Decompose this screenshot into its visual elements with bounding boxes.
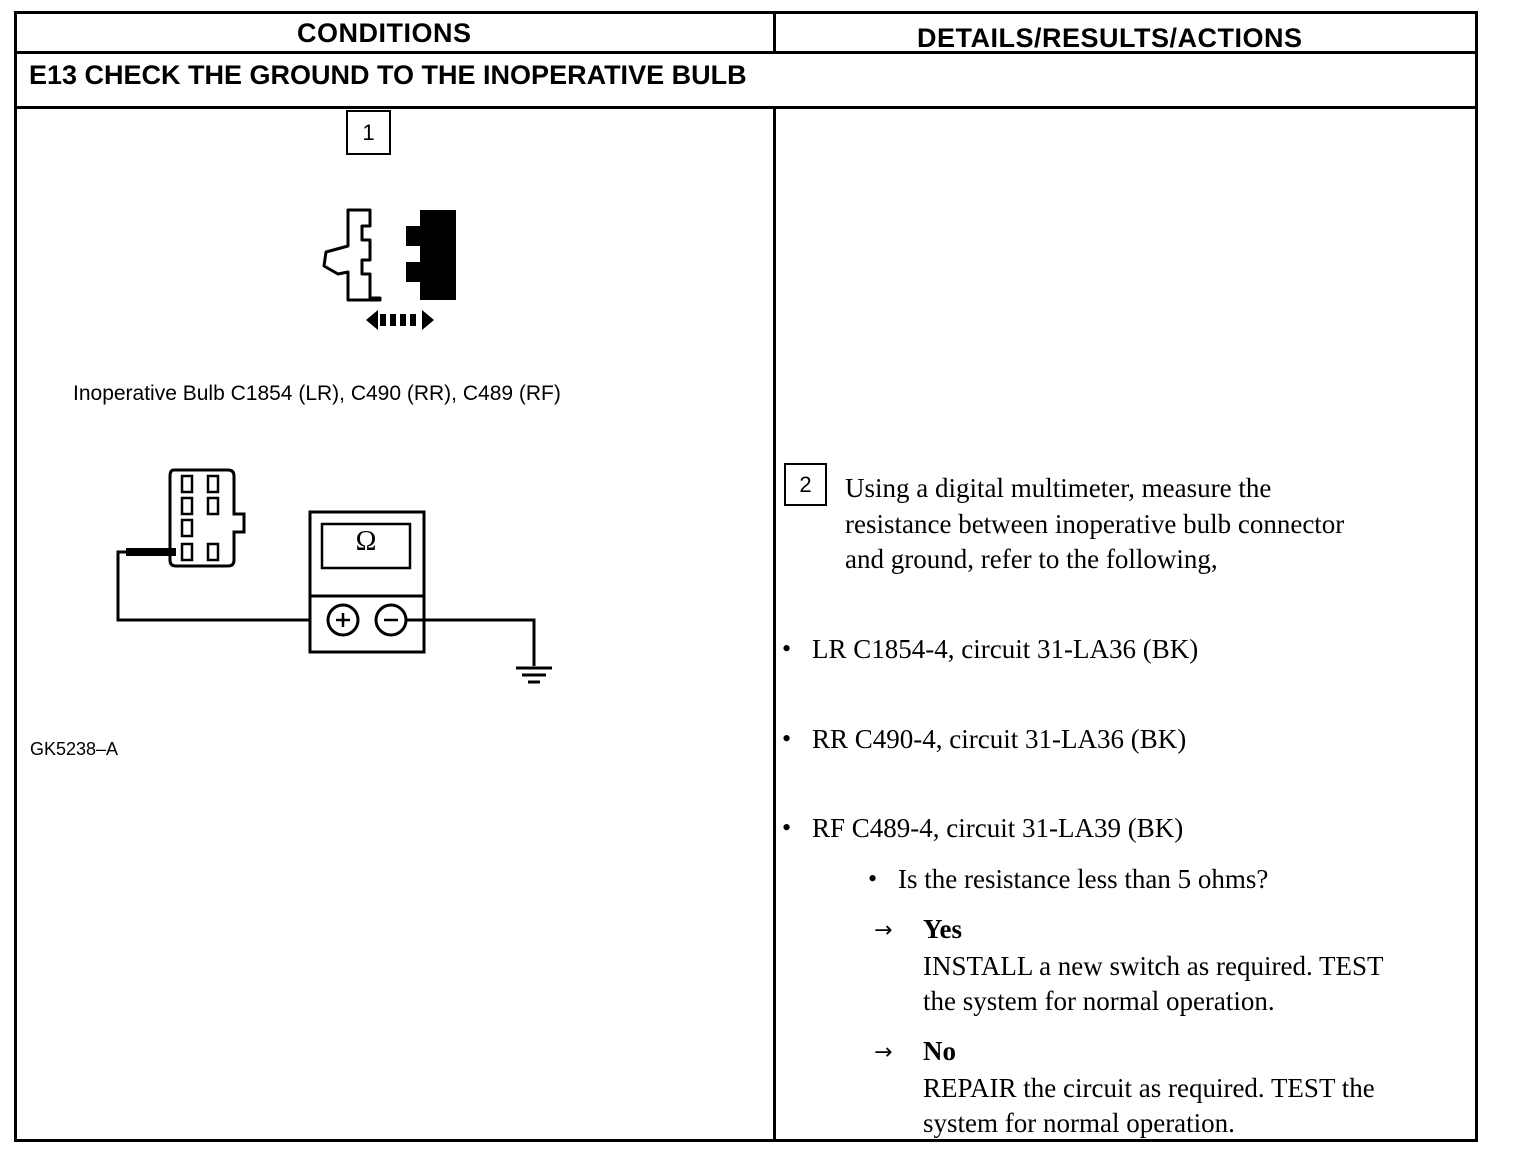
step-2-box: 2 — [784, 463, 827, 506]
list-item: RF C489-4, circuit 31-LA39 (BK) — [812, 813, 1184, 843]
no-action-line-1: REPAIR the circuit as required. TEST the — [923, 1073, 1375, 1103]
connector-caption: Inoperative Bulb C1854 (LR), C490 (RR), … — [73, 382, 561, 405]
figure-id: GK5238–A — [30, 739, 119, 759]
conditions-header: CONDITIONS — [297, 18, 472, 48]
arrow-right-icon: → — [874, 1040, 893, 1065]
no-action-line-2: system for normal operation. — [923, 1108, 1235, 1138]
step-2-line-1: Using a digital multimeter, measure the — [845, 473, 1272, 503]
step-2-line-2: resistance between inoperative bulb conn… — [845, 509, 1345, 539]
bullet-dot: • — [782, 813, 792, 842]
bullet-dot: • — [782, 724, 792, 753]
step-2-line-3: and ground, refer to the following, — [845, 544, 1218, 574]
yes-action-line-1: INSTALL a new switch as required. TEST — [923, 951, 1384, 981]
list-item: LR C1854-4, circuit 31-LA36 (BK) — [812, 634, 1199, 664]
body-column-divider — [773, 106, 776, 1142]
multimeter-diagram — [116, 468, 552, 684]
yes-action-line-2: the system for normal operation. — [923, 986, 1275, 1016]
bullet-dot: • — [782, 634, 792, 663]
ohm-symbol: Ω — [355, 526, 377, 557]
list-item: RR C490-4, circuit 31-LA36 (BK) — [812, 724, 1187, 754]
procedure-table: CONDITIONS DETAILS/RESULTS/ACTIONS E13 C… — [14, 11, 1478, 1142]
title-divider — [17, 106, 1475, 109]
connector-disconnect-icon — [322, 208, 456, 330]
yes-label: Yes — [923, 914, 962, 944]
header-divider — [17, 51, 1475, 54]
bullet-dot: • — [868, 864, 878, 893]
question-text: Is the resistance less than 5 ohms? — [898, 864, 1269, 894]
no-label: No — [923, 1036, 956, 1066]
step-1-box: 1 — [346, 110, 391, 155]
details-header: DETAILS/RESULTS/ACTIONS — [917, 23, 1303, 53]
header-column-divider — [773, 14, 776, 54]
arrow-right-icon: → — [874, 918, 893, 943]
section-title: E13 CHECK THE GROUND TO THE INOPERATIVE … — [29, 60, 747, 90]
